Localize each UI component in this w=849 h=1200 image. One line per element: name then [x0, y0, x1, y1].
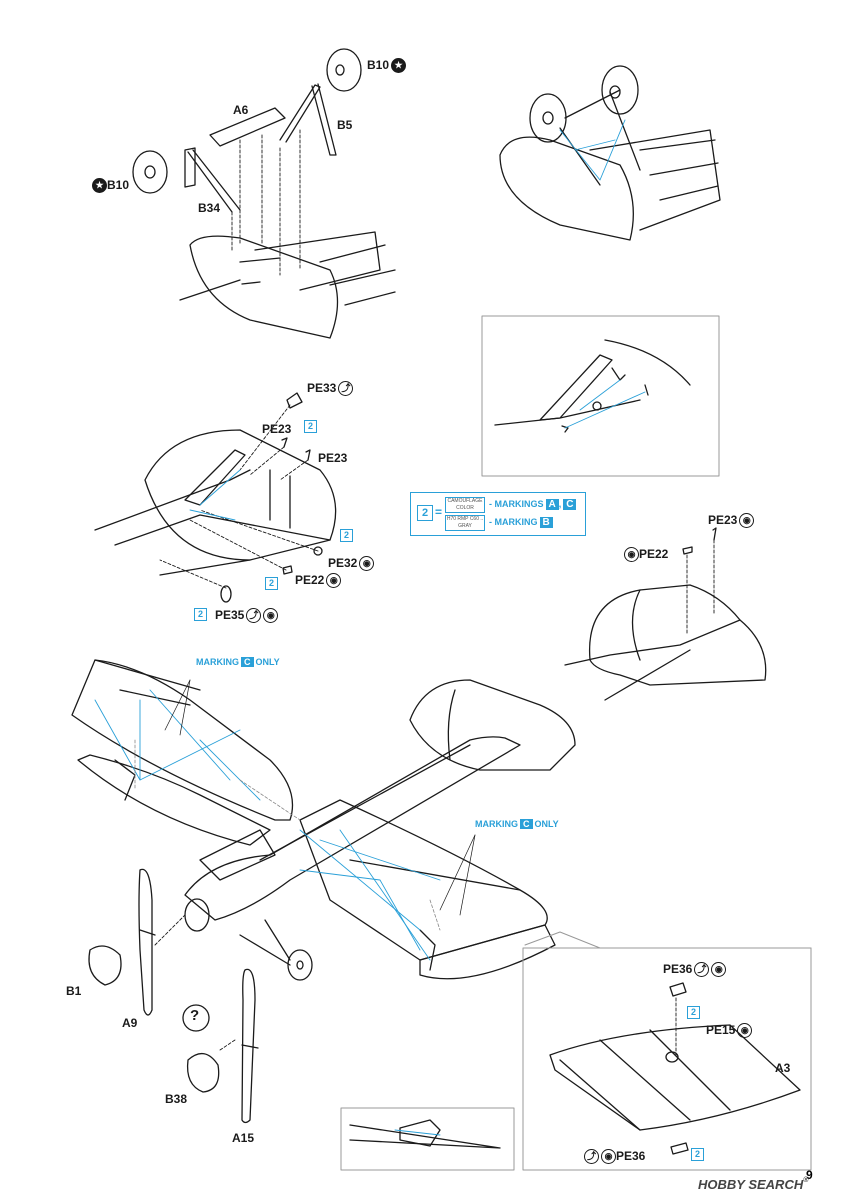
- remove-part-icon: ◉: [263, 608, 279, 624]
- remove-part-icon: ◉: [737, 1023, 753, 1039]
- color-ref-2: 2: [340, 529, 353, 542]
- color-ref-2: 2: [691, 1148, 704, 1161]
- tail-detail-inset: [494, 339, 691, 433]
- color-ref-2: 2: [304, 420, 317, 433]
- part-label-a15: A15: [232, 1131, 255, 1145]
- legend-equals: =: [435, 505, 443, 519]
- color-ref-2: 2: [687, 1006, 700, 1019]
- part-label-pe36-top: PE36⤴◉: [663, 962, 727, 978]
- bend-up-icon: ⤴: [246, 608, 262, 624]
- part-label-b10-left: ★B10: [90, 178, 129, 194]
- part-label-pe15: PE15◉: [706, 1023, 753, 1039]
- part-label-b10: B10★: [367, 58, 407, 74]
- watermark: HOBBY SEARCH®: [698, 1177, 809, 1192]
- bend-up-icon: ⤴: [584, 1149, 599, 1165]
- remove-part-icon: ◉: [359, 556, 375, 572]
- part-label-pe23-a: PE23: [262, 422, 292, 436]
- bend-up-icon: ⤴: [338, 381, 354, 397]
- undercarriage-result-view: [499, 65, 721, 241]
- part-label-pe36-bottom: ⤴◉PE36: [582, 1149, 645, 1165]
- undercarriage-exploded-view: [132, 48, 396, 339]
- question-mark-circle: [182, 1004, 210, 1032]
- part-label-pe22-right: ◉PE22: [622, 547, 668, 563]
- part-label-pe35: PE35⤴◉: [215, 608, 279, 624]
- part-label-pe33: PE33⤴: [307, 381, 354, 397]
- part-label-a6: A6: [233, 103, 249, 117]
- propeller-a15: [241, 968, 259, 1124]
- biplane-main-view: [71, 659, 576, 981]
- part-label-b5: B5: [337, 118, 353, 132]
- tail-detail-exploded: [94, 392, 337, 603]
- part-label-pe32: PE32◉: [328, 556, 375, 572]
- remove-part-icon: ◉: [711, 962, 727, 978]
- part-label-b1: B1: [66, 984, 82, 998]
- legend-number: 2: [417, 505, 433, 521]
- part-label-pe23-right: PE23◉: [708, 513, 755, 529]
- part-label-pe23-b: PE23: [318, 451, 348, 465]
- spinner-b38: [186, 1053, 220, 1093]
- bend-up-icon: ⤴: [694, 962, 710, 978]
- legend-color-b: H70 RMP C60 ..GRAY: [445, 515, 485, 531]
- propeller-a9: [138, 868, 156, 1016]
- tail-top-view: [564, 527, 767, 701]
- part-label-a9: A9: [122, 1016, 138, 1030]
- part-label-a3: A3: [775, 1061, 791, 1075]
- page-number: 9: [806, 1168, 813, 1182]
- part-label-b34: B34: [198, 201, 221, 215]
- remove-part-icon: ◉: [601, 1149, 616, 1165]
- remove-part-icon: ◉: [326, 573, 342, 589]
- color-ref-2: 2: [194, 608, 207, 621]
- remove-part-icon: ◉: [739, 513, 755, 529]
- remove-part-icon: ◉: [624, 547, 639, 563]
- part-label-pe22: PE22◉: [295, 573, 342, 589]
- part-label-b38: B38: [165, 1092, 188, 1106]
- upper-wing-detail: [549, 982, 801, 1155]
- question-mark: ?: [190, 1007, 200, 1024]
- rigging-wires: [94, 689, 441, 961]
- star-symbol-icon: ★: [92, 178, 107, 194]
- color-ref-2: 2: [265, 577, 278, 590]
- star-symbol-icon: ★: [391, 58, 407, 74]
- wire-fitting-inset: [349, 1119, 501, 1149]
- spinner-b1: [88, 945, 122, 986]
